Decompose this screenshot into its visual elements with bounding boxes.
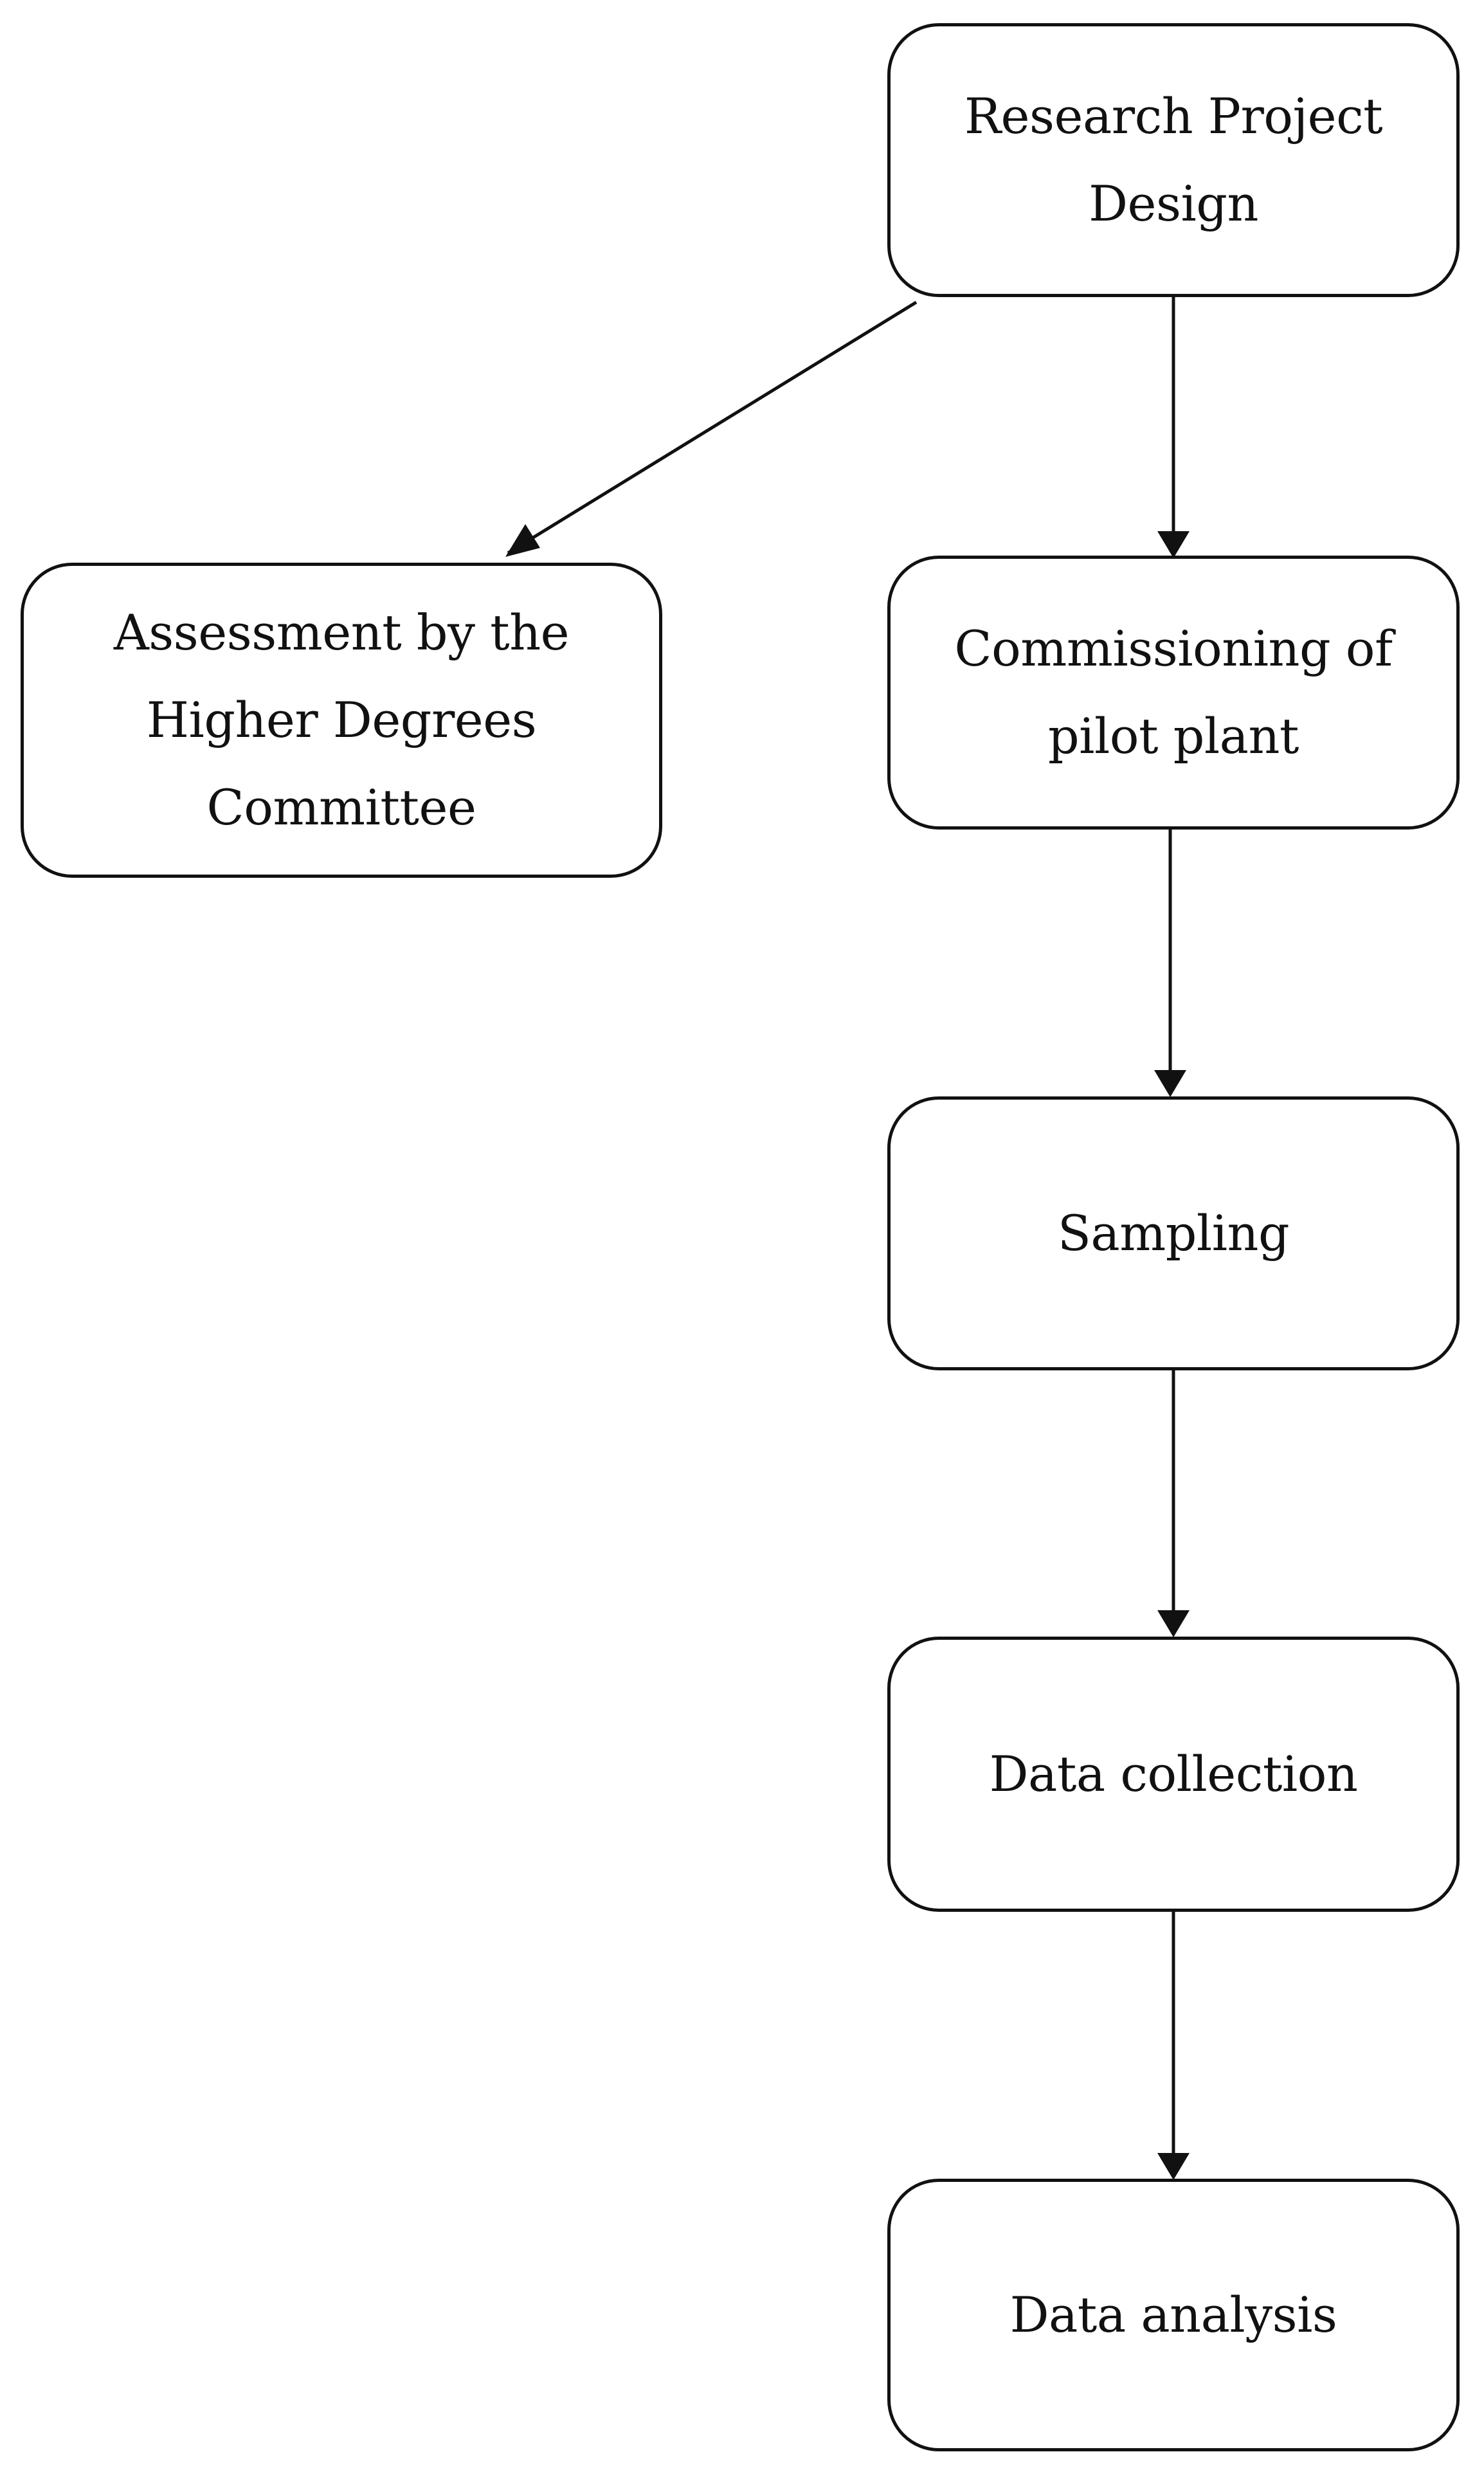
node-label-research-project-design: Research Project Design: [964, 87, 1383, 232]
node-label-data-collection: Data collection: [989, 1745, 1358, 1803]
node-research-project-design: Research Project Design: [887, 23, 1460, 297]
node-data-collection: Data collection: [887, 1637, 1460, 1912]
node-label-assessment: Assessment by the Higher Degrees Committ…: [113, 604, 570, 836]
edge-research-to-assessment: [507, 300, 918, 555]
node-label-sampling: Sampling: [1057, 1204, 1290, 1262]
node-label-data-analysis: Data analysis: [1009, 2286, 1337, 2343]
arrowhead-data-collection: [1157, 1610, 1190, 1637]
node-assessment-higher-degrees-committee: Assessment by the Higher Degrees Committ…: [21, 563, 662, 878]
arrowhead-assessment: [505, 524, 540, 557]
arrowhead-sampling: [1154, 1070, 1186, 1097]
arrowhead-data-analysis: [1157, 2153, 1190, 2180]
node-sampling: Sampling: [887, 1096, 1460, 1370]
node-data-analysis: Data analysis: [887, 2179, 1460, 2451]
node-commissioning-pilot-plant: Commissioning of pilot plant: [887, 556, 1460, 830]
arrowhead-commissioning: [1157, 531, 1190, 558]
node-label-commissioning: Commissioning of pilot plant: [954, 620, 1393, 765]
